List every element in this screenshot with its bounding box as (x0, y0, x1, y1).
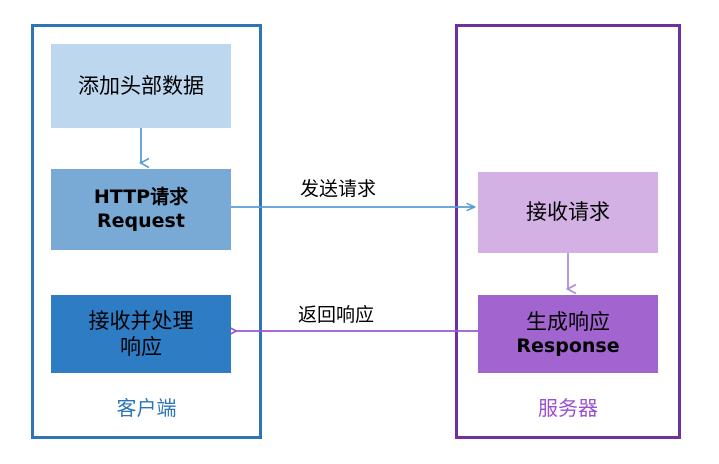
client-panel-label: 客户端 (116, 396, 177, 420)
box-add-header-label: 添加头部数据 (78, 73, 204, 98)
box-generate-response-label-en: Response (516, 335, 620, 358)
client-panel (31, 24, 262, 439)
box-http-request: HTTP请求 Request (51, 169, 231, 250)
box-http-request-label-en: Request (97, 209, 185, 232)
box-generate-response: 生成响应 Response (478, 295, 658, 373)
box-add-header-data: 添加头部数据 (51, 44, 231, 128)
server-panel-label: 服务器 (538, 396, 598, 420)
box-receive-process-line1: 接收并处理 (88, 308, 194, 333)
box-receive-request: 接收请求 (478, 172, 658, 253)
edge-label-send-request: 发送请求 (300, 178, 377, 200)
box-receive-request-label: 接收请求 (526, 200, 610, 225)
box-receive-process-line2: 响应 (120, 335, 162, 359)
box-receive-and-process-response: 接收并处理 响应 (51, 295, 231, 373)
server-panel (455, 24, 681, 439)
edge-label-return-response: 返回响应 (298, 304, 375, 326)
box-generate-response-label-cn: 生成响应 (525, 310, 610, 334)
box-http-request-label-cn: HTTP请求 (93, 185, 189, 208)
